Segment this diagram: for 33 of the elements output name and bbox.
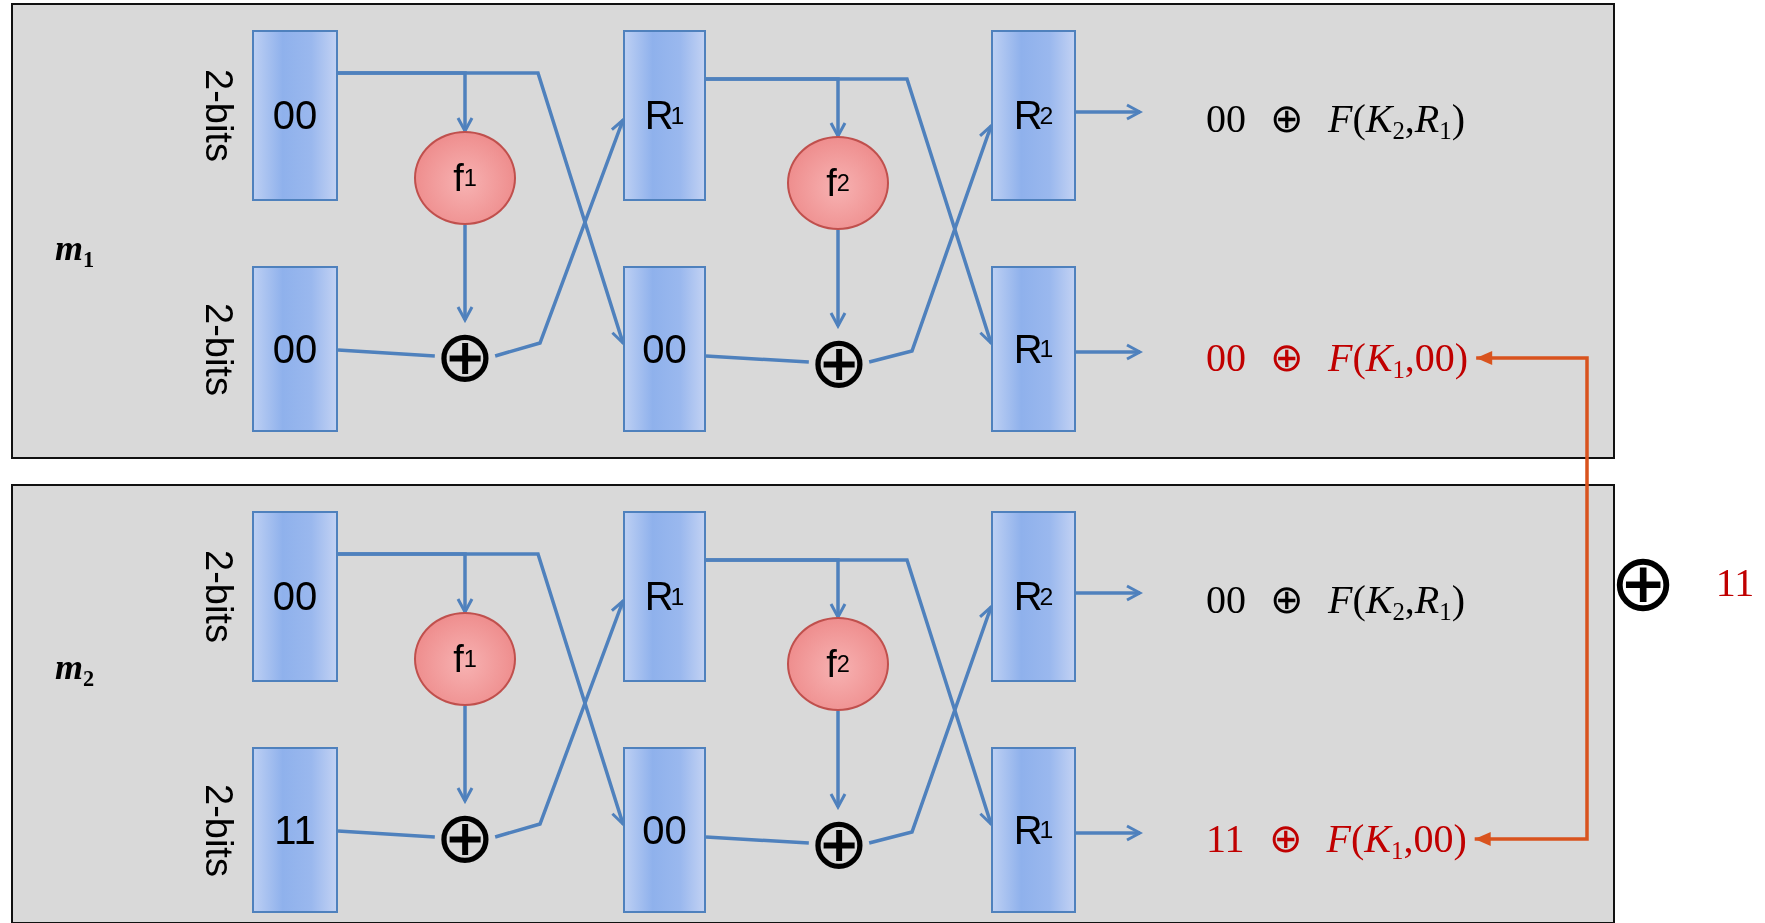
panel-background <box>11 484 1615 923</box>
output-expression: 00 ⊕ F(K$_{2}$,R$_{1}$) <box>1140 94 1466 144</box>
xor-symbol: ⊕ <box>1609 535 1677 629</box>
arrow <box>456 225 474 322</box>
output-expression: 00 ⊕ F(K$_{1}$,00) <box>1140 333 1469 383</box>
arrow <box>1076 824 1142 842</box>
panel-background <box>11 3 1615 459</box>
register-box: 00 <box>252 511 338 682</box>
bit-width-label: 2-bits <box>200 302 238 396</box>
xor-symbol: ⊕ <box>808 326 870 398</box>
output-expression: 11 ⊕ F(K$_{1}$,00) <box>1140 814 1467 864</box>
xor-symbol: ⊕ <box>434 320 496 392</box>
register-box: 00 <box>252 266 338 432</box>
message-label: m$_{1}$ <box>55 227 95 269</box>
arrow <box>829 230 847 328</box>
xor-symbol: ⊕ <box>434 801 496 873</box>
bit-width-label: 2-bits <box>200 783 238 877</box>
message-label: m$_{2}$ <box>55 646 95 688</box>
arrow <box>1076 103 1142 121</box>
register-box: 00 <box>623 747 706 913</box>
arrow <box>829 711 847 809</box>
output-expression: 00 ⊕ F(K$_{2}$,R$_{1}$) <box>1140 575 1466 625</box>
register-box: 11 <box>252 747 338 913</box>
register-box: 00 <box>252 30 338 201</box>
key-value-label: 11 <box>1715 558 1755 606</box>
bit-width-label: 2-bits <box>200 550 238 643</box>
xor-symbol: ⊕ <box>808 807 870 879</box>
arrow <box>1076 584 1142 602</box>
arrow <box>1076 343 1142 361</box>
arrow <box>1474 351 1589 846</box>
arrow <box>456 706 474 803</box>
register-box: 00 <box>623 266 706 432</box>
bit-width-label: 2-bits <box>200 69 238 162</box>
